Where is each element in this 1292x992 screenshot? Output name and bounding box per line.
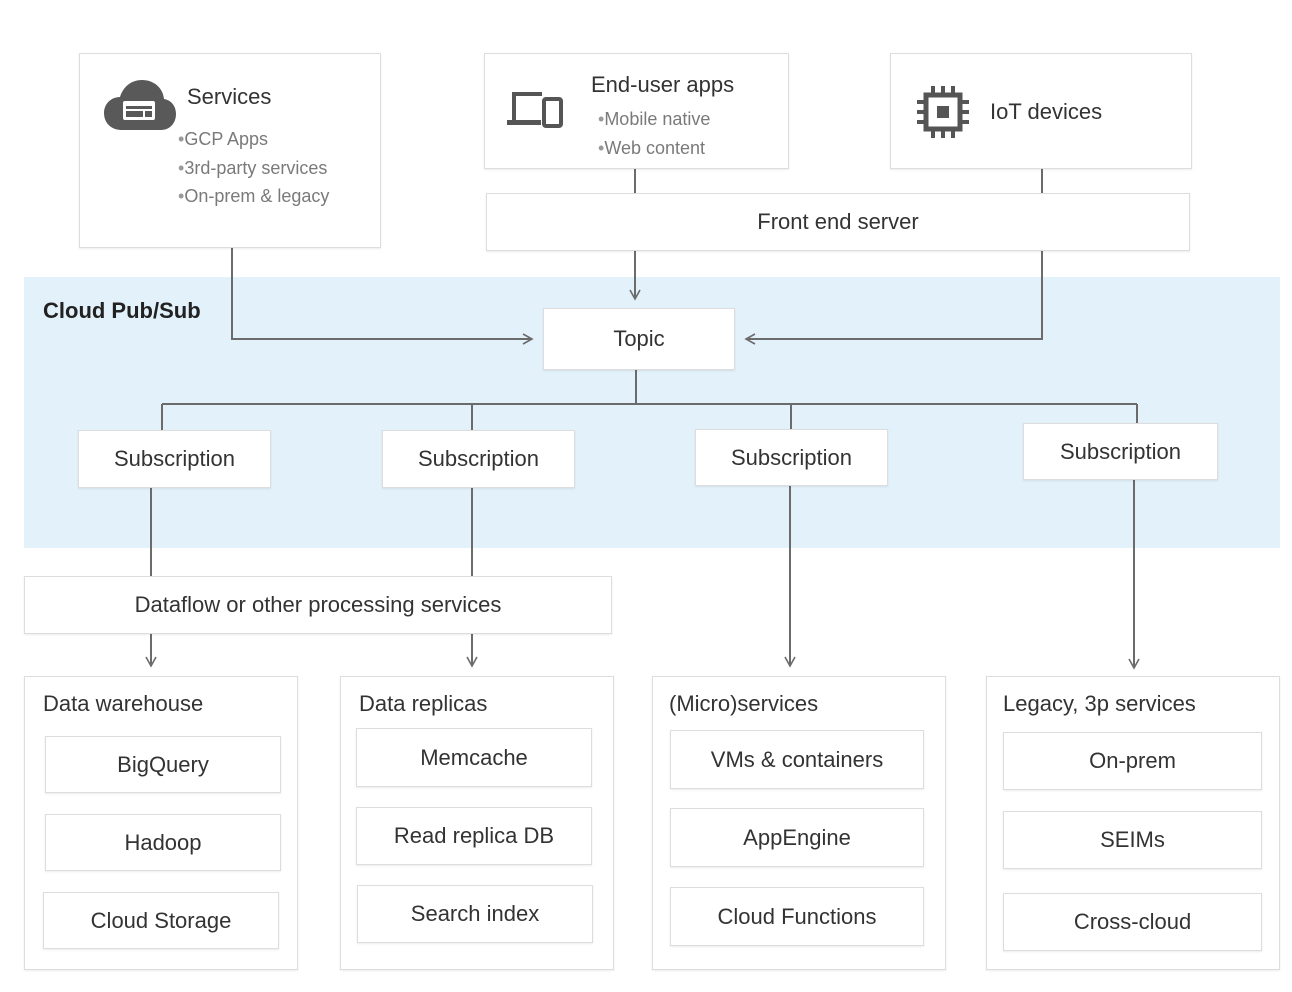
group-title: Data replicas <box>359 691 488 716</box>
cloud-icon <box>104 80 176 130</box>
group-title: Legacy, 3p services <box>1003 691 1196 716</box>
end-user-apps-box: End-user apps Mobile native Web content <box>484 53 789 169</box>
topic-box: Topic <box>543 308 735 370</box>
destination-item: Cross-cloud <box>1003 893 1262 951</box>
microservices-group: (Micro)services VMs & containers AppEngi… <box>652 676 946 970</box>
iot-devices-title: IoT devices <box>990 99 1103 124</box>
destination-item: On-prem <box>1003 732 1262 790</box>
data-replicas-group: Data replicas Memcache Read replica DB S… <box>340 676 614 970</box>
destination-item: Cloud Functions <box>670 887 924 946</box>
devices-icon <box>507 92 563 128</box>
pubsub-label: Cloud Pub/Sub <box>43 298 201 323</box>
group-title: Data warehouse <box>43 691 204 716</box>
services-box: Services GCP Apps 3rd-party services On-… <box>79 53 381 248</box>
list-item: 3rd-party services <box>178 154 329 183</box>
end-user-apps-title: End-user apps <box>591 72 735 97</box>
destination-item: Hadoop <box>45 814 281 871</box>
services-title: Services <box>187 84 272 109</box>
dataflow-box: Dataflow or other processing services <box>24 576 612 634</box>
destination-item: Memcache <box>356 728 592 787</box>
iot-to-topic-connector <box>744 251 1043 345</box>
chip-icon <box>917 86 969 138</box>
destination-item: Search index <box>357 885 593 943</box>
destination-item: SEIMs <box>1003 811 1262 869</box>
services-list: GCP Apps 3rd-party services On-prem & le… <box>178 125 329 211</box>
destination-item: Read replica DB <box>356 807 592 865</box>
data-warehouse-group: Data warehouse BigQuery Hadoop Cloud Sto… <box>24 676 298 970</box>
destination-item: BigQuery <box>45 736 281 793</box>
destination-item: VMs & containers <box>670 730 924 789</box>
list-item: Web content <box>598 134 710 163</box>
group-title: (Micro)services <box>669 691 819 716</box>
list-item: GCP Apps <box>178 125 329 154</box>
list-item: Mobile native <box>598 105 710 134</box>
subscription-box: Subscription <box>78 430 271 488</box>
subscription-box: Subscription <box>382 430 575 488</box>
legacy-services-group: Legacy, 3p services On-prem SEIMs Cross-… <box>986 676 1280 970</box>
destination-item: AppEngine <box>670 808 924 867</box>
destination-item: Cloud Storage <box>43 892 279 949</box>
services-to-topic-connector <box>231 248 534 345</box>
front-end-server-box: Front end server <box>486 193 1190 251</box>
subscription-box: Subscription <box>695 429 888 486</box>
iot-devices-box: IoT devices <box>890 53 1192 169</box>
subscription-box: Subscription <box>1023 423 1218 480</box>
end-user-apps-list: Mobile native Web content <box>598 105 710 162</box>
list-item: On-prem & legacy <box>178 182 329 211</box>
